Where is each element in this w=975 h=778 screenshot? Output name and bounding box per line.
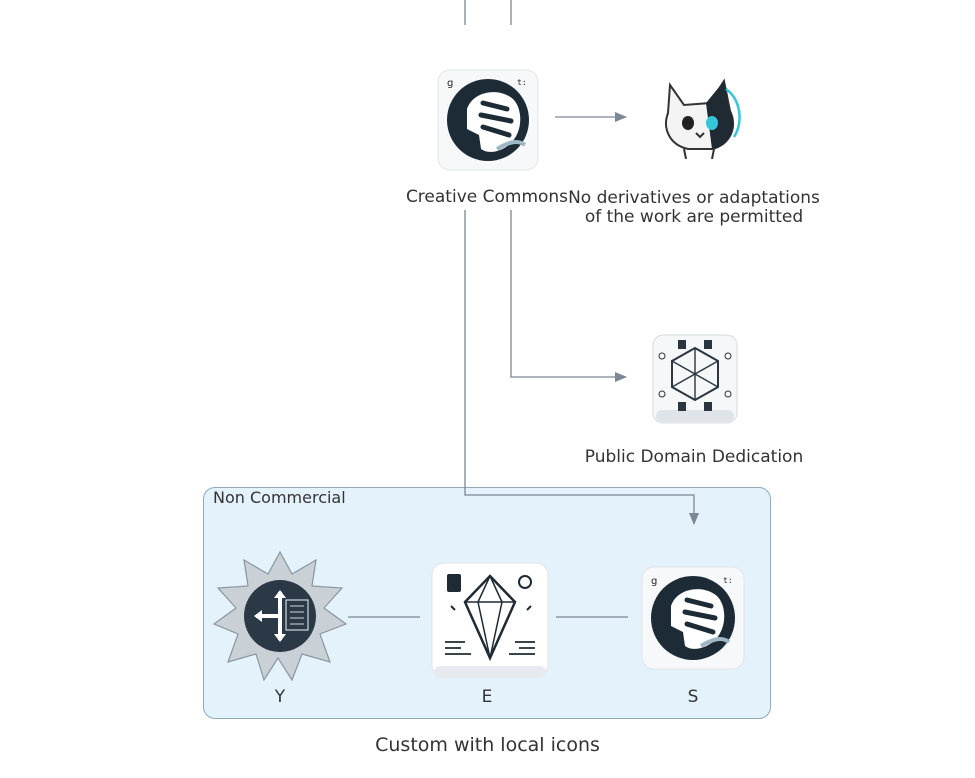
network-cube-icon bbox=[652, 334, 738, 426]
node-s-label: S bbox=[687, 687, 699, 707]
cat-mascot-icon bbox=[656, 75, 748, 160]
diamond-document-icon bbox=[431, 562, 549, 680]
no-derivatives-label-line2: of the work are permitted bbox=[584, 207, 804, 227]
tiger-badge-icon: g t: bbox=[437, 69, 539, 171]
edge-cc-to-s bbox=[464, 210, 699, 525]
no-derivatives-label-line1: No derivatives or adaptations bbox=[568, 188, 820, 208]
tiger-badge-icon: g t: bbox=[641, 566, 745, 670]
cluster-label: Non Commercial bbox=[213, 488, 346, 507]
svg-text:t:: t: bbox=[517, 78, 527, 87]
node-e-label: E bbox=[481, 687, 493, 707]
node-y-label: Y bbox=[274, 687, 286, 707]
svg-text:g: g bbox=[651, 576, 657, 587]
svg-text:t:: t: bbox=[723, 576, 733, 585]
svg-text:g: g bbox=[447, 78, 453, 89]
diagram-caption: Custom with local icons bbox=[375, 734, 600, 756]
public-domain-label: Public Domain Dedication bbox=[584, 447, 804, 467]
creative-commons-label: Creative Commons bbox=[405, 187, 569, 207]
crystal-arrows-icon bbox=[212, 550, 348, 682]
edge-cc-to-public-domain bbox=[510, 210, 627, 382]
